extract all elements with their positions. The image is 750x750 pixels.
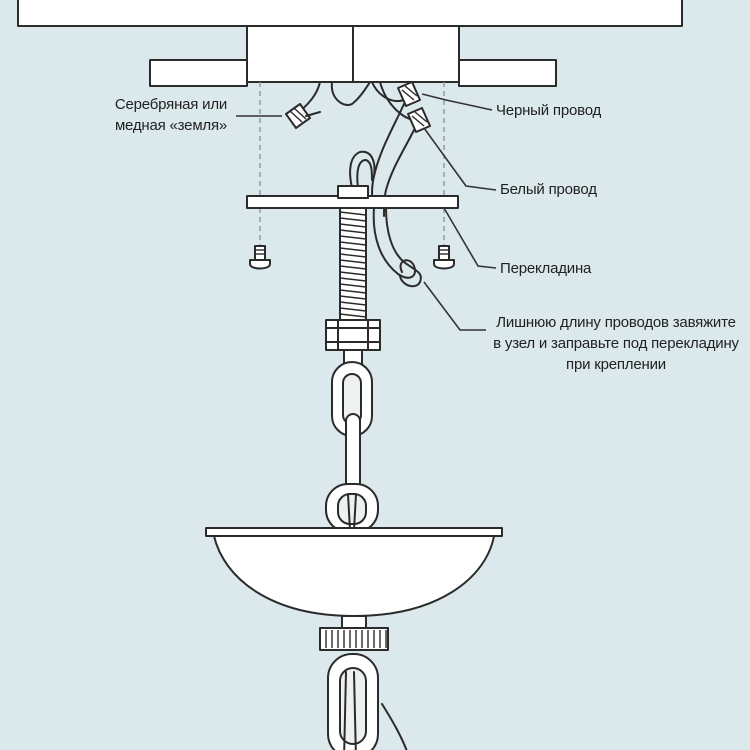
thread-line [339, 295, 367, 300]
mounting-screw-right [433, 245, 455, 270]
label-excess-wire-note: Лишнюю длину проводов завяжите в узел и … [493, 314, 739, 373]
leader-lines [236, 93, 497, 331]
threaded-stem [337, 185, 369, 321]
thread-line [339, 277, 367, 282]
thread-line [339, 253, 367, 258]
thread-line [339, 301, 367, 306]
lower-chain [327, 653, 408, 750]
thread-line [339, 223, 367, 228]
label-white-wire: Белый провод [500, 181, 597, 198]
canopy-collar [319, 615, 389, 651]
chain [325, 361, 379, 533]
wire-nut-black [397, 81, 421, 107]
thread-line [339, 307, 367, 312]
thread-line [339, 217, 367, 222]
thread-line [339, 235, 367, 240]
ceiling-wires [299, 81, 415, 121]
label-crossbar: Перекладина [500, 260, 592, 277]
label-ground-wire: Серебряная или медная «земля» [114, 96, 228, 134]
thread-line [339, 241, 367, 246]
thread-line [339, 211, 367, 216]
thread-line [339, 229, 367, 234]
label-black-wire: Черный провод [496, 102, 602, 119]
alignment-guides [259, 82, 445, 246]
hex-nut [325, 319, 381, 369]
canopy [205, 527, 503, 617]
thread-line [339, 289, 367, 294]
wire-nut-white [407, 107, 431, 133]
thread-line [339, 265, 367, 270]
mounting-screw-left [249, 245, 271, 270]
thread-line [339, 247, 367, 252]
thread-line [339, 271, 367, 276]
wire-nut-ground [285, 103, 321, 129]
thread-line [339, 313, 367, 318]
ceiling-box [17, 0, 683, 87]
thread-line [339, 259, 367, 264]
thread-line [339, 283, 367, 288]
